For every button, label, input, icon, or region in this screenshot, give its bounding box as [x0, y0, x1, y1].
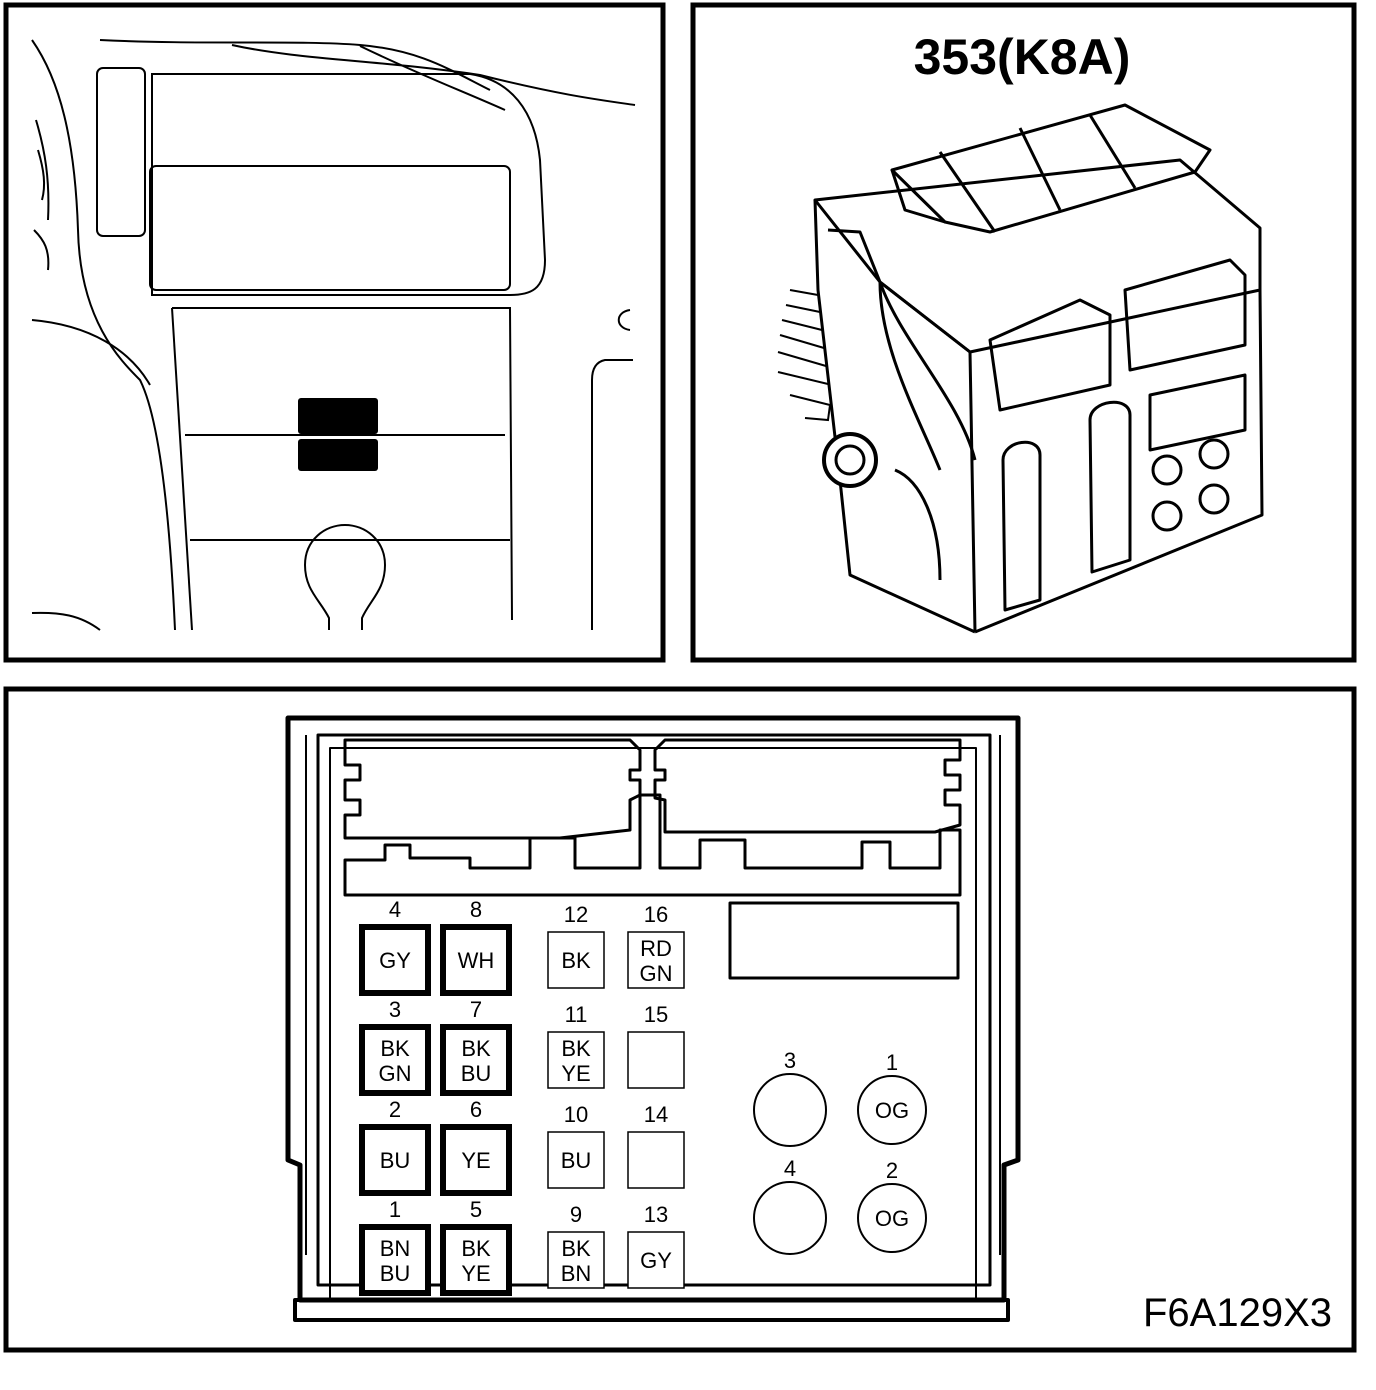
pin-number: 4 [389, 897, 401, 922]
connector-3d-latch [822, 432, 878, 488]
pin-number: 5 [470, 1197, 482, 1222]
wire-color-code: YE [561, 1061, 590, 1086]
pin-number: 2 [886, 1158, 898, 1183]
wire-color-code: WH [458, 948, 495, 973]
pin-cavity-box [627, 1031, 685, 1089]
pin-cavity-box [359, 1024, 431, 1096]
wire-color-code: BK [561, 1236, 591, 1261]
wire-color-code: BK [380, 1036, 410, 1061]
pin-cavity-box [547, 931, 605, 989]
square-pin-grid: 4GY8WH12BK16RDGN3BKGN7BKBU11BKYE152BU6YE… [359, 897, 685, 1296]
pin-number: 6 [470, 1097, 482, 1122]
pin-cavity-4: 4GY [359, 897, 431, 996]
wire-color-code: GY [379, 948, 411, 973]
connector-3d-round-sockets [1151, 438, 1230, 532]
pin-cavity-box [627, 1231, 685, 1289]
pin-cavity-2: 2BU [359, 1097, 431, 1196]
pin-number: 9 [570, 1202, 582, 1227]
pin-cavity-box [547, 1031, 605, 1089]
wire-color-code: YE [461, 1261, 490, 1286]
wire-color-code: BU [380, 1148, 411, 1173]
pin-number: 3 [389, 997, 401, 1022]
pin-number: 13 [644, 1202, 668, 1227]
pin-number: 7 [470, 997, 482, 1022]
wire-color-code: BN [380, 1236, 411, 1261]
pin-cavity-box [627, 1131, 685, 1189]
round-pin-socket [857, 1075, 927, 1145]
pin-cavity-8: 8WH [440, 897, 512, 996]
round-pin-2: 2OG [857, 1158, 927, 1253]
wire-color-code: BK [461, 1036, 491, 1061]
wire-color-code: GN [379, 1061, 412, 1086]
pin-cavity-box [440, 1224, 512, 1296]
panel-location-frame [3, 2, 666, 663]
wire-color-code: YE [461, 1148, 490, 1173]
pin-cavity-box [440, 1124, 512, 1196]
pin-number: 12 [564, 902, 588, 927]
pin-number: 8 [470, 897, 482, 922]
connector-3d-drawing [813, 103, 1264, 634]
round-pin-socket [857, 1183, 927, 1253]
pin-number: 1 [389, 1197, 401, 1222]
round-pin-socket [753, 1073, 827, 1147]
pin-cavity-box [440, 1024, 512, 1096]
connector-3d-wires [777, 289, 832, 422]
pin-number: 3 [784, 1048, 796, 1073]
pin-number: 2 [389, 1097, 401, 1122]
pin-number: 4 [784, 1156, 796, 1181]
connector-title: 353(K8A) [914, 29, 1131, 85]
wire-color-code: BU [461, 1061, 492, 1086]
pin-cavity-15: 15 [627, 1002, 685, 1089]
wire-color-code: BU [561, 1148, 592, 1173]
round-pin-socket [753, 1181, 827, 1255]
pin-cavity-box [359, 924, 431, 996]
pin-cavity-14: 14 [627, 1102, 685, 1189]
panel-pinout-frame [3, 686, 1357, 1353]
wire-color-code: OG [875, 1206, 909, 1231]
round-pin-1: 1OG [857, 1050, 927, 1145]
wire-color-code: BN [561, 1261, 592, 1286]
pin-cavity-box [547, 1231, 605, 1289]
wire-color-code: GN [640, 961, 673, 986]
radio-connector-location-marker-upper [298, 398, 378, 434]
radio-connector-location-marker-lower [298, 439, 378, 471]
round-pin-4: 4 [753, 1156, 827, 1255]
pin-cavity-box [359, 1124, 431, 1196]
wire-color-code: BK [461, 1236, 491, 1261]
pin-number: 10 [564, 1102, 588, 1127]
pin-number: 11 [565, 1002, 588, 1027]
round-pin-3: 3 [753, 1048, 827, 1147]
pin-number: 16 [644, 902, 668, 927]
pin-number: 15 [644, 1002, 668, 1027]
pin-cavity-6: 6YE [440, 1097, 512, 1196]
dashboard-location-drawing [31, 39, 636, 631]
pin-cavity-box [627, 931, 685, 989]
pin-cavity-box [547, 1131, 605, 1189]
figure-code: F6A129X3 [1143, 1291, 1332, 1335]
wire-color-code: OG [875, 1098, 909, 1123]
wire-color-code: BU [380, 1261, 411, 1286]
pin-cavity-box [359, 1224, 431, 1296]
wire-color-code: GY [640, 1248, 672, 1273]
pin-number: 1 [886, 1050, 898, 1075]
wire-color-code: BK [561, 948, 591, 973]
connector-face-housing [285, 715, 1021, 1322]
wire-color-code: RD [640, 936, 672, 961]
pin-number: 14 [644, 1102, 668, 1127]
panel-connector-view-frame [690, 2, 1357, 663]
wire-color-code: BK [561, 1036, 591, 1061]
pin-cavity-box [440, 924, 512, 996]
